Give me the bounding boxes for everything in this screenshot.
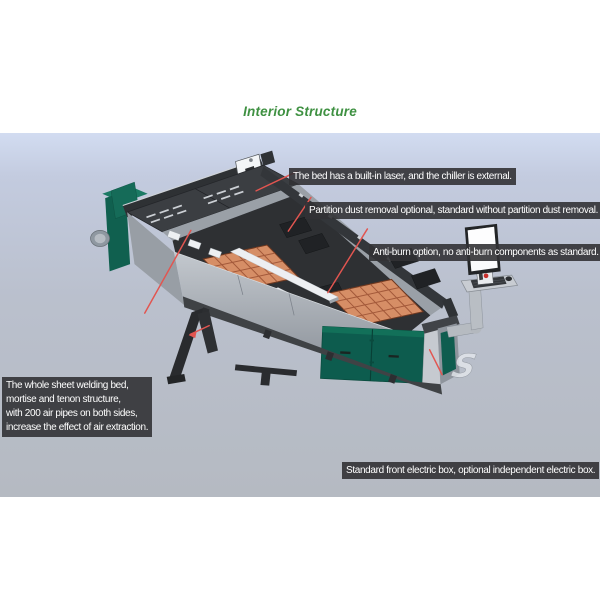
callout-antiburn-text: Anti-burn option, no anti-burn component…	[373, 247, 599, 258]
callout-laser: The bed has a built-in laser, and the ch…	[289, 168, 516, 185]
leader-lines	[144, 171, 443, 376]
callout-antiburn: Anti-burn option, no anti-burn component…	[369, 244, 600, 261]
callout-partition: Partition dust removal optional, standar…	[305, 202, 600, 219]
callout-electric-box: Standard front electric box, optional in…	[342, 462, 600, 479]
support-legs	[166, 308, 298, 386]
callout-welding-bed-line1: The whole sheet welding bed,	[6, 380, 129, 391]
callout-partition-text: Partition dust removal optional, standar…	[309, 205, 599, 216]
vent-slots	[146, 185, 244, 224]
callout-welding-bed-line4: increase the effect of air extraction.	[6, 422, 149, 433]
machine-photo: S The bed has a built-in laser, and the …	[0, 133, 600, 497]
door-handle-left	[340, 351, 351, 355]
machine-illustration: S	[90, 150, 519, 395]
machine-body	[127, 212, 460, 395]
callout-electric-box-text: Standard front electric box, optional in…	[346, 465, 596, 476]
callout-laser-text: The bed has a built-in laser, and the ch…	[293, 171, 512, 182]
mouse	[505, 276, 513, 282]
emergency-button	[483, 273, 489, 279]
bottom-skirt	[182, 296, 443, 395]
door-handle-right	[388, 354, 399, 358]
machine-deck	[126, 164, 300, 233]
callout-welding-bed-line3: with 200 air pipes on both sides,	[6, 408, 138, 419]
callout-welding-bed-line2: mortise and tenon structure,	[6, 394, 121, 405]
callout-welding-bed: The whole sheet welding bed, mortise and…	[2, 377, 153, 437]
page-title: Interior Structure	[243, 104, 357, 119]
cutting-pallet-2	[328, 279, 423, 325]
front-doors	[320, 325, 425, 384]
